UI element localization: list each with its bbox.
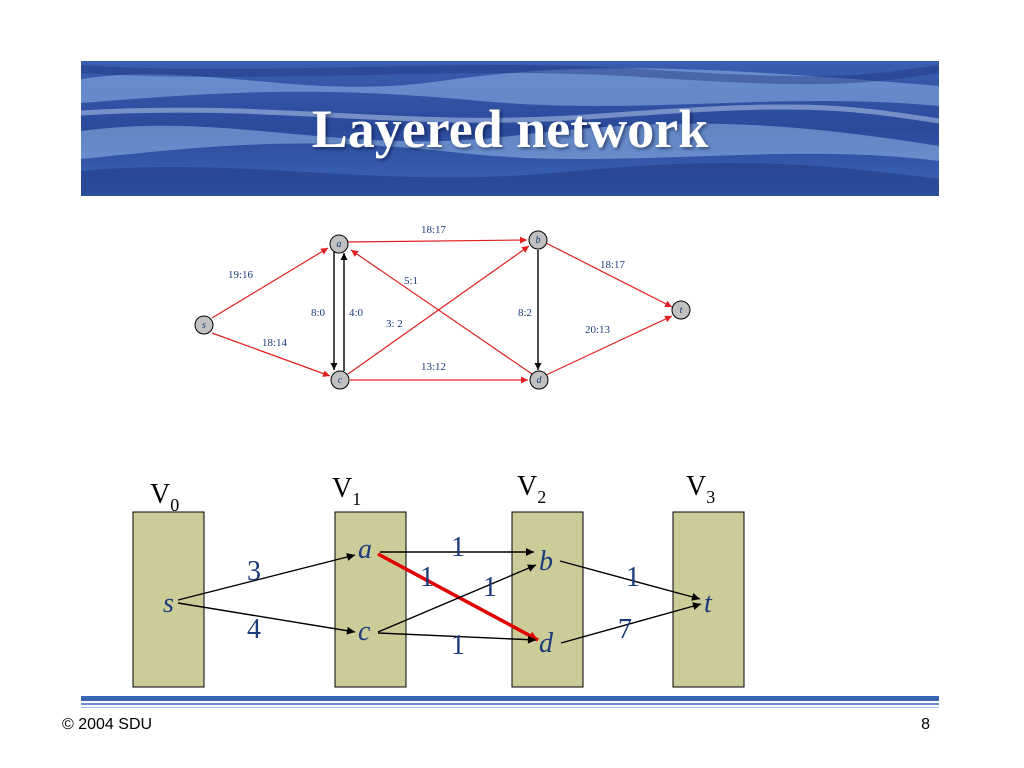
node-label-d: d [537, 375, 543, 386]
title-banner: Layered network [81, 61, 939, 196]
edge-b-t [545, 242, 673, 308]
layer-node-c: c [358, 616, 371, 647]
edge-label-b-d: 8:2 [518, 307, 532, 319]
layer-edge-c-d [377, 632, 537, 644]
layer-edge-b-t [559, 560, 701, 601]
node-d: d [529, 370, 549, 390]
top-graph: 19:16 18:14 18:17 8:0 4:0 3: 2 5:1 8:2 1… [194, 224, 691, 390]
node-label-a: a [337, 239, 342, 250]
layer-node-t: t [704, 588, 713, 619]
edge-s-a [211, 247, 329, 319]
layer-heading-v2: V2 [517, 471, 546, 507]
layer-sub-v2: 2 [537, 487, 546, 507]
node-label-c: c [338, 375, 343, 386]
footer-rule [81, 696, 939, 708]
layer-edge-label-c-d: 1 [451, 630, 465, 661]
edge-label-s-a: 19:16 [228, 269, 254, 281]
layer-sub-v3: 3 [706, 487, 715, 507]
layer-node-a: a [358, 534, 372, 565]
edge-label-c-d: 13:12 [421, 361, 446, 373]
layer-edge-s-a [177, 553, 356, 601]
layer-edge-label-a-b: 1 [451, 532, 465, 563]
page-number: 8 [921, 716, 930, 733]
layer-name-v1: V [332, 473, 352, 504]
layer-edge-d-t [560, 602, 702, 644]
edge-label-d-t: 20:13 [585, 324, 611, 336]
layer-edge-label-a-d: 1 [420, 562, 434, 593]
layer-edge-label-s-c: 4 [247, 614, 261, 645]
edge-label-s-c: 18:14 [262, 337, 288, 349]
node-a: a [329, 234, 349, 254]
layer-edge-s-c [177, 602, 356, 635]
edge-d-a [350, 249, 533, 375]
layer-edge-label-s-a: 3 [247, 556, 261, 587]
edge-d-t [545, 315, 673, 376]
layer-box-v3 [672, 511, 745, 688]
edge-label-a-c: 8:0 [311, 307, 326, 319]
layered-graph: V0 V1 V2 V3 3 4 1 1 1 1 1 7 [132, 471, 745, 688]
layer-sub-v1: 1 [352, 489, 361, 509]
footer-copyright: © 2004 SDU [62, 716, 153, 733]
layer-edge-label-d-t: 7 [618, 614, 632, 645]
node-label-s: s [202, 320, 206, 331]
node-label-t: t [680, 305, 683, 316]
edge-a-b [347, 236, 528, 244]
layer-box-v1 [334, 511, 407, 688]
edge-s-c [211, 332, 331, 377]
layer-heading-v0: V0 [150, 479, 179, 515]
layer-box-v0 [132, 511, 205, 688]
node-b: b [528, 230, 548, 250]
edge-label-c-a: 4:0 [349, 307, 364, 319]
edge-label-a-b: 18:17 [421, 224, 447, 236]
edge-label-c-b: 3: 2 [386, 318, 403, 330]
slide-title: Layered network [311, 98, 709, 159]
node-c: c [330, 370, 350, 390]
layer-node-s: s [163, 588, 174, 619]
edge-label-b-t: 18:17 [600, 259, 626, 271]
layer-name-v3: V [686, 471, 706, 502]
svg-text:V1: V1 [332, 473, 361, 509]
node-s: s [194, 315, 214, 335]
svg-text:V3: V3 [686, 471, 715, 507]
layer-node-b: b [539, 546, 553, 577]
layer-box-v2 [511, 511, 584, 688]
layer-name-v0: V [150, 479, 170, 510]
node-label-b: b [536, 235, 541, 246]
water-texture [81, 61, 939, 196]
node-t: t [671, 300, 691, 320]
layer-heading-v3: V3 [686, 471, 715, 507]
layer-heading-v1: V1 [332, 473, 361, 509]
layer-edge-c-b [377, 564, 537, 633]
layer-name-v2: V [517, 471, 537, 502]
svg-text:V2: V2 [517, 471, 546, 507]
layer-edge-label-b-t: 1 [626, 562, 640, 593]
edge-label-d-a: 5:1 [404, 275, 418, 287]
layer-edge-label-c-b: 1 [483, 572, 497, 603]
layer-edge-a-d [377, 552, 539, 642]
svg-text:V0: V0 [150, 479, 179, 515]
layer-node-d: d [539, 628, 554, 659]
layer-sub-v0: 0 [170, 495, 179, 515]
